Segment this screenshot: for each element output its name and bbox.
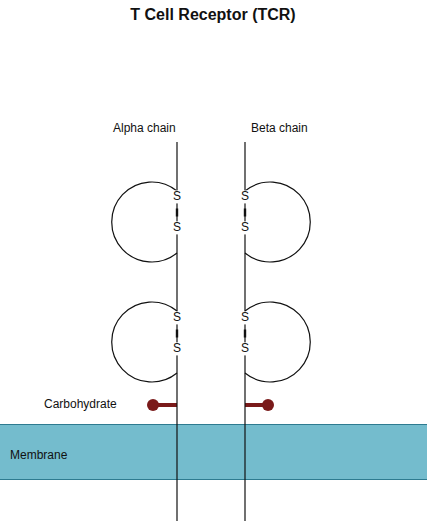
sulfur-label: S [172,190,182,203]
beta-loop [245,182,310,262]
chain-label: Beta chain [251,122,308,135]
diagram-title: T Cell Receptor (TCR) [130,6,295,24]
disulfide-bond [176,209,178,217]
sulfur-label: S [172,342,182,355]
membrane-band: Membrane [0,424,427,480]
disulfide-bond [244,209,246,217]
sulfur-label: S [240,190,250,203]
disulfide-bond [244,330,246,338]
alpha-loop [112,182,177,262]
carbohydrate-label: Carbohydrate [44,398,117,411]
sulfur-label: S [172,221,182,234]
chain-label: Alpha chain [113,122,176,135]
sulfur-label: S [240,311,250,324]
beta-loop [245,302,310,382]
carbohydrate-ball [147,399,159,411]
alpha-loop [112,302,177,382]
disulfide-bond [176,330,178,338]
sulfur-label: S [172,311,182,324]
sulfur-label: S [240,221,250,234]
sulfur-label: S [240,342,250,355]
membrane-label: Membrane [10,448,67,462]
carbohydrate-ball [262,399,274,411]
